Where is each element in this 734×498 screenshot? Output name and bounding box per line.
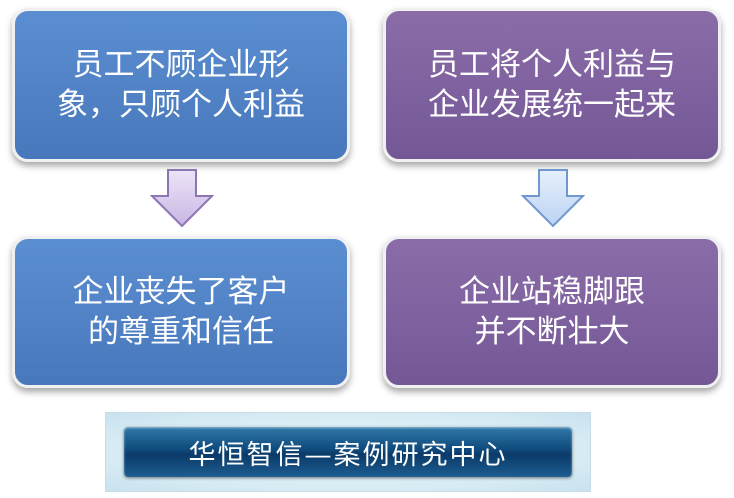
box-top-left-line1: 员工不顾企业形 (72, 47, 290, 83)
box-top-right-line1: 员工将个人利益与 (428, 47, 676, 83)
box-bottom-left-line2: 的尊重和信任 (88, 314, 274, 350)
box-bottom-left-line1: 企业丧失了客户 (72, 274, 290, 310)
box-top-left-line2: 象，只顾个人利益 (57, 87, 305, 123)
banner-text: 华恒智信—案例研究中心 (188, 439, 508, 471)
banner: 华恒智信—案例研究中心 (105, 412, 591, 492)
banner-label: 华恒智信—案例研究中心 (124, 427, 572, 477)
box-bottom-left-text: 企业丧失了客户 的尊重和信任 (73, 272, 290, 352)
box-top-left: 员工不顾企业形 象，只顾个人利益 (12, 8, 350, 162)
box-top-right: 员工将个人利益与 企业发展统一起来 (383, 8, 721, 162)
down-arrow-icon (150, 169, 214, 228)
box-top-left-text: 员工不顾企业形 象，只顾个人利益 (57, 45, 305, 125)
box-top-right-line2: 企业发展统一起来 (428, 87, 676, 123)
box-top-right-text: 员工将个人利益与 企业发展统一起来 (428, 45, 676, 125)
box-bottom-right-line2: 并不断壮大 (474, 314, 630, 350)
box-bottom-right: 企业站稳脚跟 并不断壮大 (383, 236, 721, 388)
box-bottom-right-text: 企业站稳脚跟 并不断壮大 (459, 272, 645, 352)
box-bottom-right-line1: 企业站稳脚跟 (459, 274, 645, 310)
box-bottom-left: 企业丧失了客户 的尊重和信任 (12, 236, 350, 388)
down-arrow-icon (521, 169, 585, 228)
